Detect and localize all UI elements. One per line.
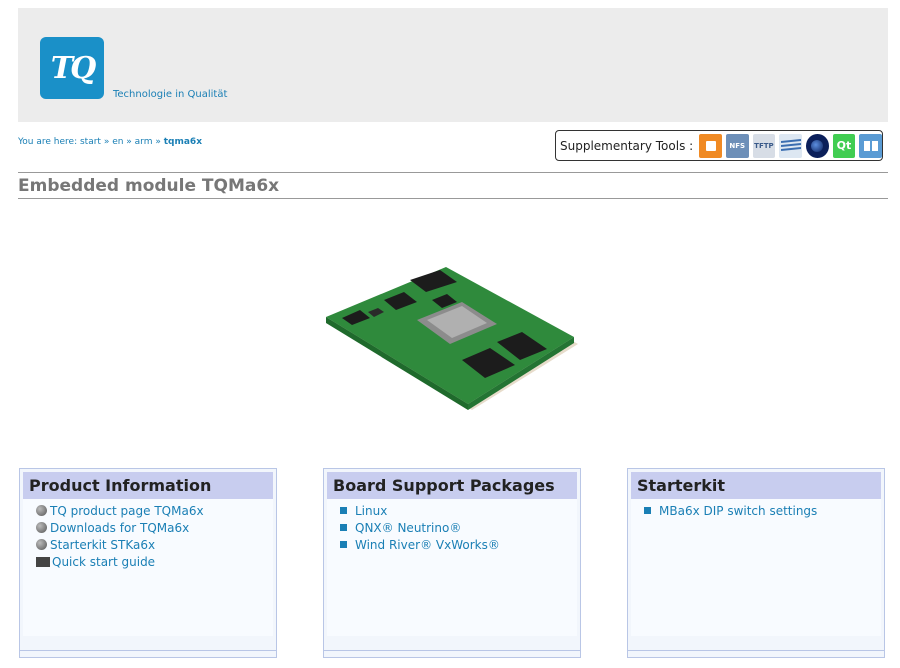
link-label: Starterkit STKa6x xyxy=(50,537,156,552)
title-divider-top xyxy=(18,172,888,173)
link-starterkit[interactable]: Starterkit STKa6x xyxy=(36,536,273,553)
book-icon[interactable] xyxy=(859,133,882,158)
link-label: QNX® Neutrino® xyxy=(355,520,462,535)
panel-title: Board Support Packages xyxy=(327,472,577,499)
link-tq-product-page[interactable]: TQ product page TQMa6x xyxy=(36,502,273,519)
link-label: TQ product page TQMa6x xyxy=(50,503,204,518)
site-header: TQ Technologie in Qualität xyxy=(18,8,888,122)
square-bullet-icon xyxy=(340,541,347,548)
starterkit-panel: Starterkit MBa6x DIP switch settings xyxy=(627,468,885,658)
supplementary-tools: Supplementary Tools : NFS TFTP Qt xyxy=(555,130,883,161)
link-linux[interactable]: Linux xyxy=(340,502,577,519)
breadcrumb-prefix: You are here: xyxy=(18,137,78,147)
title-divider-bottom xyxy=(18,198,888,199)
globe-icon xyxy=(36,522,47,533)
tools-label: Supplementary Tools : xyxy=(560,138,694,153)
nfs-label: NFS xyxy=(729,141,746,150)
qt-icon[interactable]: Qt xyxy=(832,133,856,158)
link-qnx-neutrino[interactable]: QNX® Neutrino® xyxy=(340,519,577,536)
tftp-label: TFTP xyxy=(754,141,774,150)
breadcrumb-link-en[interactable]: en xyxy=(112,137,124,147)
pdf-icon xyxy=(36,556,50,567)
link-label: Quick start guide xyxy=(52,554,156,569)
link-downloads[interactable]: Downloads for TQMa6x xyxy=(36,519,273,536)
panel-title: Product Information xyxy=(23,472,273,499)
product-information-panel: Product Information TQ product page TQMa… xyxy=(19,468,277,658)
square-bullet-icon xyxy=(340,507,347,514)
square-bullet-icon xyxy=(644,507,651,514)
board-support-packages-panel: Board Support Packages Linux QNX® Neutri… xyxy=(323,468,581,658)
stripes-icon[interactable] xyxy=(779,133,802,158)
link-wind-river-vxworks[interactable]: Wind River® VxWorks® xyxy=(340,536,577,553)
panel-bottom-line xyxy=(20,650,276,651)
link-label: Wind River® VxWorks® xyxy=(355,537,500,552)
panel-title: Starterkit xyxy=(631,472,881,499)
breadcrumb-link-start[interactable]: start xyxy=(79,137,101,147)
logo-text: TQ xyxy=(50,50,97,86)
link-label: MBa6x DIP switch settings xyxy=(659,503,818,518)
tftp-icon[interactable]: TFTP xyxy=(752,133,776,158)
link-label: Linux xyxy=(355,503,388,518)
tqma6x-module-image xyxy=(322,262,582,426)
sphere-icon[interactable] xyxy=(805,133,829,158)
link-dip-switch-settings[interactable]: MBa6x DIP switch settings xyxy=(644,502,881,519)
breadcrumb-link-arm[interactable]: arm xyxy=(134,137,153,147)
panel-bottom-line xyxy=(628,650,884,651)
page-title: Embedded module TQMa6x xyxy=(18,176,280,196)
qt-label: Qt xyxy=(836,139,852,152)
globe-icon xyxy=(36,505,47,516)
breadcrumb-current[interactable]: tqma6x xyxy=(163,137,202,147)
panel-bottom-line xyxy=(324,650,580,651)
nfs-icon[interactable]: NFS xyxy=(725,133,749,158)
globe-icon xyxy=(36,539,47,550)
square-bullet-icon xyxy=(340,524,347,531)
logo-tagline: Technologie in Qualität xyxy=(113,89,228,100)
link-quick-start-guide[interactable]: Quick start guide xyxy=(36,553,273,570)
orange-square-icon[interactable] xyxy=(699,133,722,158)
breadcrumb: You are here: start » en » arm » tqma6x xyxy=(18,137,202,147)
tq-logo[interactable]: TQ xyxy=(40,37,104,99)
link-label: Downloads for TQMa6x xyxy=(50,520,190,535)
